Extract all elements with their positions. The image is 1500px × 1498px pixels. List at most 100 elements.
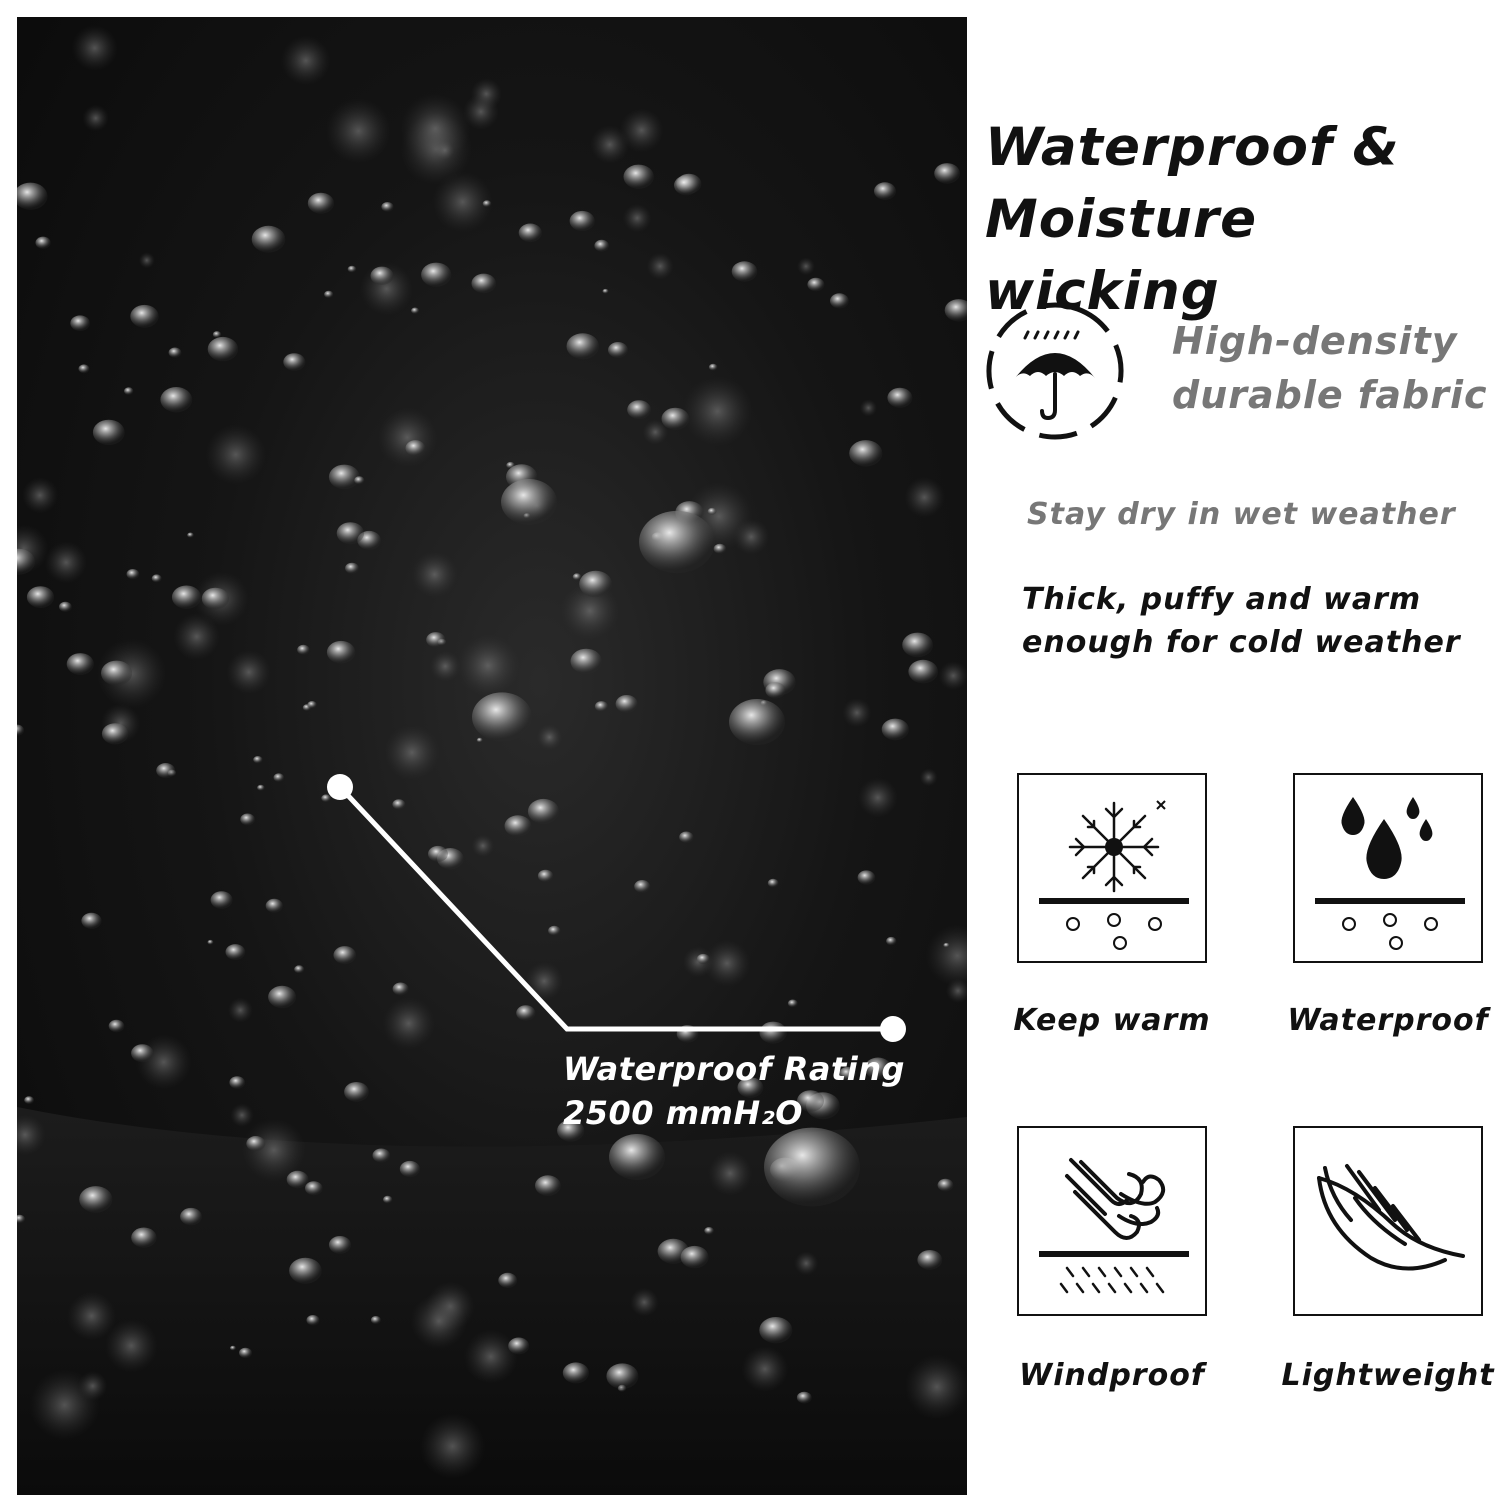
water-droplet (399, 1160, 420, 1178)
bokeh-blur (173, 613, 221, 660)
bokeh-blur (411, 551, 458, 598)
water-droplet (130, 304, 159, 328)
fabric-fold (17, 1107, 967, 1495)
water-droplet (131, 1044, 154, 1063)
bokeh-blur (703, 939, 751, 987)
bokeh-blur (67, 1291, 117, 1341)
callout-line (338, 785, 893, 1032)
bokeh-blur (78, 1371, 108, 1401)
bokeh-blur (926, 924, 967, 987)
water-droplet (289, 1257, 322, 1284)
droplets-layer (17, 25, 967, 1495)
water-droplet (886, 936, 897, 946)
water-droplet (857, 870, 876, 885)
water-droplet (864, 1057, 892, 1080)
large-water-droplet (472, 692, 532, 742)
water-droplet (579, 570, 613, 598)
bokeh-blur (21, 477, 58, 514)
callout-dot-start (327, 774, 353, 800)
water-droplet (566, 333, 600, 360)
bokeh-blur (797, 257, 815, 276)
bokeh-blur (384, 724, 440, 781)
bokeh-blur (382, 997, 435, 1050)
water-droplet (608, 342, 628, 358)
water-droplet (874, 182, 896, 200)
water-droplet (934, 163, 960, 184)
water-droplet (849, 440, 883, 467)
water-droplet (336, 522, 365, 545)
feather-icon (1317, 1164, 1465, 1271)
warmth-description: Thick, puffy and warm enough for cold we… (1022, 578, 1461, 664)
water-droplet (347, 265, 357, 273)
water-droplet (230, 1345, 236, 1351)
umbrella-rain-icon (982, 298, 1128, 444)
water-droplet (594, 701, 609, 712)
water-droplet (305, 1181, 323, 1196)
water-droplet (537, 869, 554, 883)
water-droplet (251, 225, 286, 253)
water-droplet (421, 262, 452, 287)
feature-label-lightweight: Lightweight (1281, 1358, 1495, 1393)
water-droplet (535, 1175, 561, 1196)
bokeh-blur (471, 834, 495, 857)
bokeh-blur (462, 93, 499, 130)
bokeh-blur (629, 1287, 659, 1317)
water-droplet (225, 944, 246, 960)
bokeh-blur (456, 634, 520, 698)
water-droplet (680, 1245, 709, 1269)
water-droplet (383, 1195, 393, 1204)
water-droplet (70, 315, 90, 332)
bokeh-blur (619, 108, 664, 153)
water-droplet (504, 815, 532, 837)
water-droplet (108, 1019, 125, 1033)
water-droplet (674, 175, 699, 196)
bokeh-blur (230, 1103, 254, 1127)
feature-keep-warm (1017, 773, 1207, 963)
water-droplet (187, 532, 194, 538)
bokeh-blur (205, 424, 266, 485)
water-droplet (307, 701, 317, 709)
water-droplet (240, 813, 255, 826)
water-droplet (370, 266, 394, 285)
water-droplet (207, 939, 214, 945)
water-droplet (572, 573, 582, 581)
bokeh-blur (226, 649, 271, 695)
water-droplet (201, 587, 229, 610)
water-droplet (482, 200, 492, 208)
water-droplet (17, 548, 35, 575)
large-water-droplet (639, 510, 715, 574)
water-droplet (708, 363, 718, 371)
water-droplet (943, 942, 950, 948)
water-droplet (527, 798, 560, 824)
bokeh-blur (536, 724, 563, 751)
water-droplet (887, 387, 913, 408)
water-droplet (168, 347, 182, 358)
water-droplet (17, 182, 48, 210)
water-droplet (606, 1363, 639, 1389)
water-droplet (713, 543, 727, 554)
water-droplet (765, 682, 786, 699)
water-droplet (306, 1315, 320, 1326)
water-droplet (344, 1082, 369, 1102)
water-droplet (257, 784, 265, 791)
water-droplet (81, 912, 102, 929)
water-droplet (283, 353, 306, 371)
water-droplet (326, 640, 356, 664)
water-droplet (210, 891, 233, 909)
water-droplets-photo: Waterproof Rating 2500 mmH₂O (17, 17, 967, 1495)
snowflake-icon (1039, 800, 1189, 950)
bokeh-blur (138, 252, 155, 269)
bokeh-blur (525, 962, 564, 1001)
water-droplet (392, 982, 409, 996)
water-droplet (131, 1227, 157, 1248)
water-droplet (570, 648, 602, 674)
water-droplet (79, 1186, 113, 1213)
bokeh-blur (429, 650, 461, 682)
water-droplet (321, 794, 331, 803)
bokeh-blur (281, 35, 331, 86)
water-droplet (704, 1227, 714, 1235)
bokeh-blur (646, 252, 674, 280)
water-droplet (797, 1090, 824, 1112)
water-drops-icon (1315, 797, 1465, 950)
water-droplet (679, 831, 694, 843)
